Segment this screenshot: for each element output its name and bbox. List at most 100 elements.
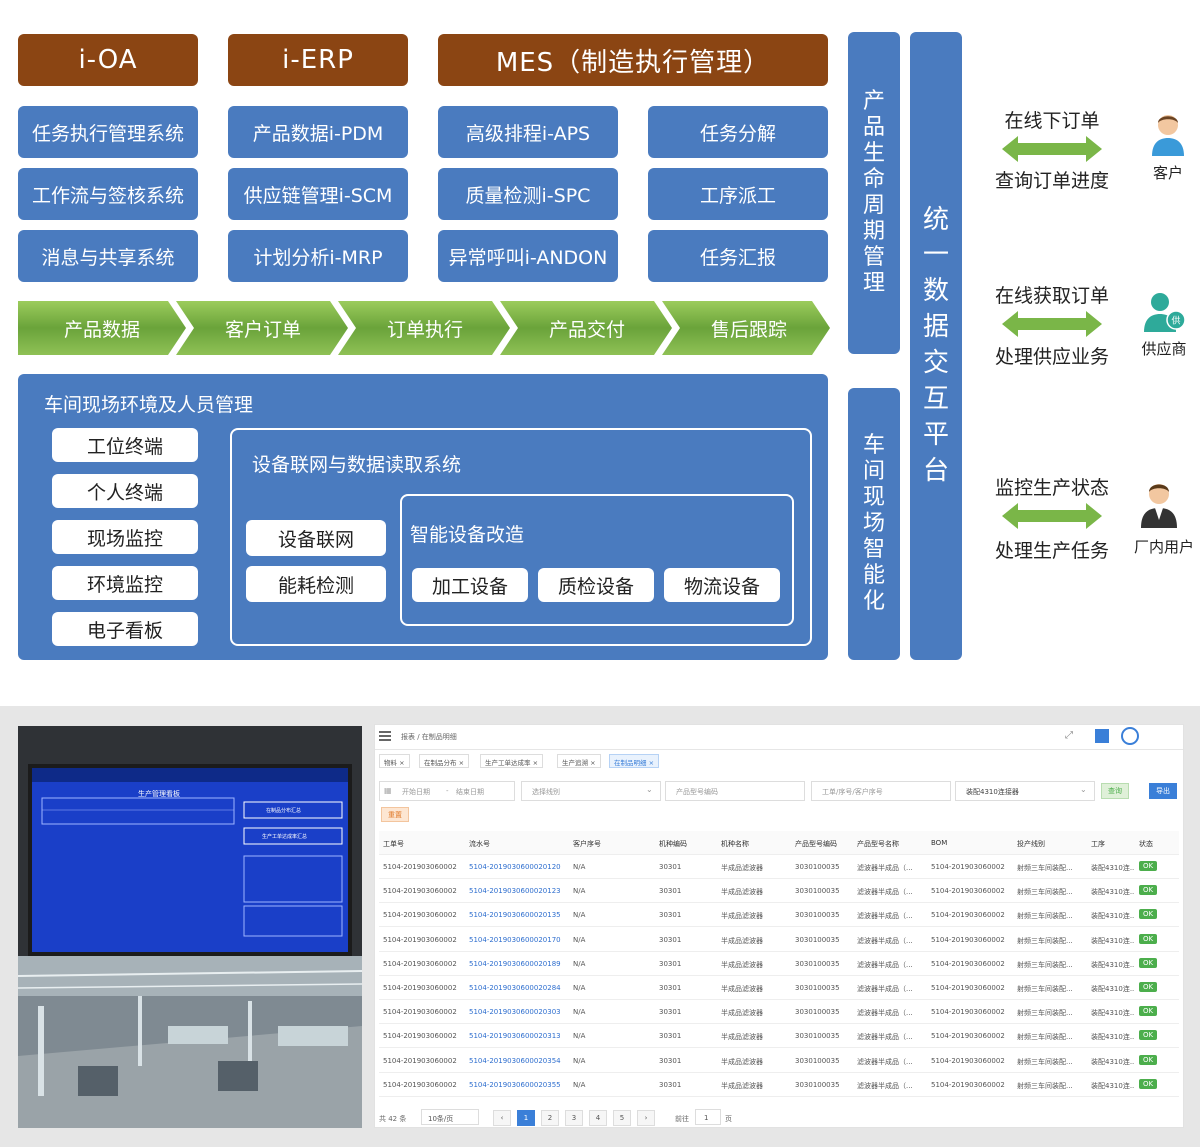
iot-system-title: 设备联网与数据读取系统 (252, 454, 462, 476)
query-button[interactable]: 查询 (1101, 783, 1129, 799)
export-button[interactable]: 导出 (1149, 783, 1177, 799)
process-flow: 产品数据 客户订单 订单执行 产品交付 售后跟踪 (18, 301, 830, 355)
role-factory-name: 厂内用户 (1133, 538, 1194, 556)
status-badge: OK (1139, 1078, 1158, 1089)
table-cell: 5104-201903060002 (383, 911, 457, 920)
table-cell: 射频三车间装配... (1017, 1033, 1073, 1042)
table-row[interactable]: 5104-201903060002 5104-2019030600020123 N/… (379, 879, 1179, 904)
tab-material[interactable]: 物料 × (379, 754, 410, 768)
table-cell: 5104-201903060002 (383, 984, 457, 992)
line-select[interactable]: 选择线别 ⌄ (521, 781, 661, 801)
serial-link[interactable]: 5104-2019030600020355 (469, 1080, 561, 1089)
vbar-smart-workshop: 车 间 现 场 智 能 化 (848, 388, 900, 660)
menu-icon[interactable] (379, 731, 391, 741)
vbar-smart-char: 场 (862, 511, 885, 537)
tab-traceability[interactable]: 生产追溯 × (557, 754, 601, 768)
table-cell: N/A (573, 1056, 586, 1065)
serial-link[interactable]: 5104-2019030600020120 (469, 863, 561, 871)
column-header: 产品型号编码 (795, 840, 837, 848)
table-cell: 3030100035 (795, 1080, 840, 1089)
table-cell: 3030100035 (795, 887, 840, 896)
table-cell: 滤波器半成品（... (857, 1009, 913, 1018)
pagination-total: 共 42 条 (379, 1115, 407, 1123)
table-cell: 装配4310连... (1091, 1081, 1135, 1090)
table-cell: N/A (573, 887, 586, 896)
vbar-smart-char: 智 (862, 536, 885, 562)
factory-user-person-icon (1141, 484, 1177, 528)
table-cell: 5104-201903060002 (383, 887, 457, 896)
table-cell: 滤波器半成品（... (857, 985, 913, 993)
smart-device-title: 智能设备改造 (410, 524, 525, 546)
goto-page-input[interactable]: 1 (695, 1109, 721, 1125)
factory-photo: 生产管理看板 在制品分布汇总 生产工单达成率汇总 (18, 726, 362, 1128)
settings-square-icon[interactable] (1095, 729, 1109, 743)
order-search-input[interactable]: 工单/序号/客户序号 (811, 781, 951, 801)
date-range-picker[interactable]: ▦ 开始日期 - 结束日期 (379, 781, 515, 801)
tv-panel-2: 生产工单达成率汇总 (262, 834, 308, 840)
serial-link[interactable]: 5104-2019030600020135 (469, 911, 561, 920)
page-button[interactable]: 1 (517, 1110, 535, 1126)
vbar-smart-char: 现 (862, 485, 885, 511)
double-arrow-icon (1002, 136, 1102, 162)
table-cell: 半成品滤波器 (721, 888, 763, 897)
tab-wip-distribution[interactable]: 在制品分布 × (419, 754, 470, 768)
table-cell: 5104-201903060002 (931, 1008, 1005, 1017)
serial-link[interactable]: 5104-2019030600020284 (469, 984, 561, 992)
model-code-input[interactable]: 产品型号编码 (665, 781, 805, 801)
table-cell: 射频三车间装配... (1017, 985, 1073, 993)
serial-link[interactable]: 5104-2019030600020123 (469, 887, 561, 896)
reset-button[interactable]: 重置 (381, 807, 409, 822)
column-header: 工单号 (383, 840, 404, 848)
page-button[interactable]: 4 (589, 1110, 607, 1126)
next-page-button[interactable]: › (637, 1110, 655, 1126)
personal-terminal: 个人终端 (52, 474, 198, 508)
wip-report-screen: 报表 / 在制品明细 ⤢ 物料 × 在制品分布 × 生产工单达成率 × 生产追溯… (374, 724, 1184, 1128)
page-size-select[interactable]: 10条/页 (421, 1109, 479, 1125)
serial-link[interactable]: 5104-2019030600020189 (469, 959, 561, 968)
station-select[interactable]: 装配4310连接器 ⌄ (955, 781, 1095, 801)
page-button[interactable]: 2 (541, 1110, 559, 1126)
table-cell: 半成品滤波器 (721, 936, 763, 945)
column-header: 工序 (1091, 840, 1105, 848)
table-cell: 装配4310连... (1091, 1009, 1135, 1018)
serial-link[interactable]: 5104-2019030600020354 (469, 1056, 561, 1065)
tab-order-rate[interactable]: 生产工单达成率 × (480, 754, 544, 768)
supplier-person-icon: 供 (1144, 293, 1186, 332)
fullscreen-icon[interactable]: ⤢ (1065, 730, 1073, 741)
header-i-erp: i-ERP (228, 34, 408, 86)
table-row[interactable]: 5104-201903060002 5104-2019030600020284 N/… (379, 976, 1179, 1000)
table-cell: N/A (573, 984, 586, 992)
serial-link[interactable]: 5104-2019030600020303 (469, 1008, 561, 1017)
tv-board-title: 生产管理看板 (138, 790, 180, 798)
table-cell: 射频三车间装配... (1017, 888, 1073, 897)
prev-page-button[interactable]: ‹ (493, 1110, 511, 1126)
workstation-terminal: 工位终端 (52, 428, 198, 462)
page-button[interactable]: 5 (613, 1110, 631, 1126)
status-badge: OK (1139, 933, 1158, 944)
status-badge: OK (1139, 861, 1158, 871)
flow-label-2: 客户订单 (224, 318, 301, 341)
tab-wip-detail[interactable]: 在制品明细 × (609, 754, 660, 768)
status-badge: OK (1139, 1054, 1158, 1065)
site-monitoring: 现场监控 (52, 520, 198, 554)
table-cell: 30301 (659, 887, 682, 896)
flow-label-3: 订单执行 (386, 318, 463, 341)
table-cell: 5104-201903060002 (931, 935, 1005, 944)
serial-link[interactable]: 5104-2019030600020170 (469, 935, 561, 944)
energy-detection: 能耗检测 (246, 566, 386, 602)
table-cell: 滤波器半成品（... (857, 1057, 913, 1066)
serial-link[interactable]: 5104-2019030600020313 (469, 1032, 561, 1041)
vbar-platform-char: 台 (922, 455, 949, 486)
page-button[interactable]: 3 (565, 1110, 583, 1126)
table-cell: 5104-201903060002 (931, 1080, 1005, 1089)
module-erp-1: 产品数据i-PDM (228, 106, 408, 158)
user-avatar-icon[interactable] (1121, 727, 1139, 745)
